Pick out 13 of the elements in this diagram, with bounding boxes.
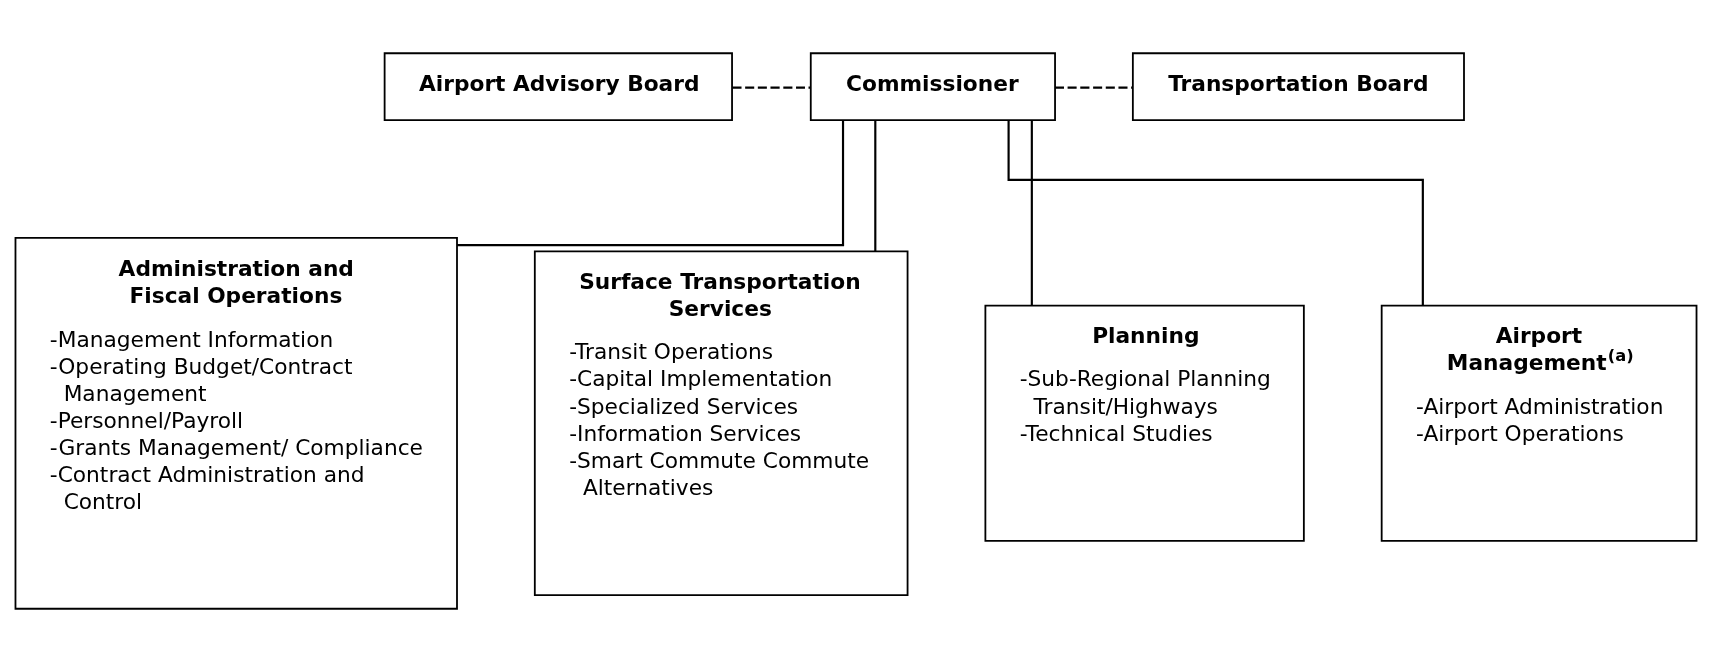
node-box: Commissioner xyxy=(809,51,1056,121)
node-box: Planning -Sub-Regional Planning Transit/Highways -Technical Studies xyxy=(984,304,1305,542)
connector xyxy=(874,119,877,251)
node-box: Airport Management$^{(a)}$ -Airport Administration -Airport Operations xyxy=(1380,304,1698,542)
node-box: Transportation Board xyxy=(1131,51,1465,121)
connector xyxy=(732,86,811,89)
connector xyxy=(1007,119,1424,305)
node-box: Administration and Fiscal Operations -Management Information -Operating Budget/Contract Management -Personnel/Payroll -Grants Management/ Compliance -Contract Administration and Control xyxy=(14,236,458,610)
connector xyxy=(457,119,845,246)
connector xyxy=(1030,119,1033,305)
node-box: Surface Transportation Services -Transit Operations -Capital Implementation -Specialized Services -Information Services -Smart Commute Commute Alternatives xyxy=(533,249,909,596)
node-box: Airport Advisory Board xyxy=(383,51,733,121)
connector xyxy=(1055,86,1133,89)
